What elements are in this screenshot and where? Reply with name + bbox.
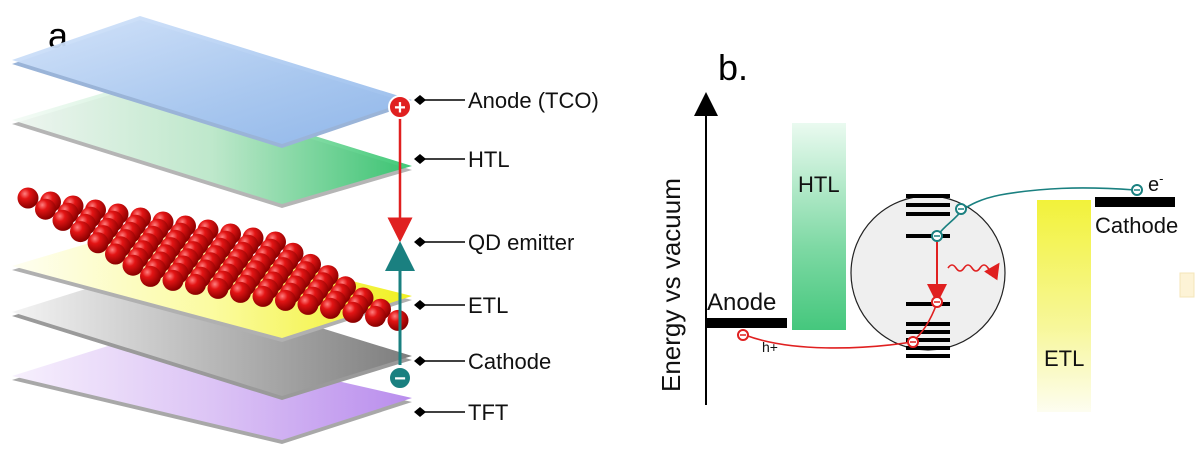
- layer-labels: Anode (TCO) HTL QD emitter ETL Cathode T…: [414, 88, 599, 425]
- label-qd-text: QD emitter: [468, 230, 574, 255]
- electron-in-qd-icon: [955, 203, 967, 215]
- qd-sphere: [275, 289, 296, 311]
- hole-path: [744, 302, 938, 349]
- hole-symbol: +: [394, 97, 406, 119]
- qd-sphere: [35, 198, 56, 220]
- qd-sphere: [52, 209, 74, 231]
- qd-sphere: [185, 273, 206, 295]
- label-cathode-text: Cathode: [468, 349, 551, 374]
- qd-sphere: [320, 297, 341, 319]
- qd-sphere: [297, 293, 319, 315]
- electron-charge-icon: −: [388, 366, 412, 390]
- label-anode: Anode (TCO): [414, 88, 599, 113]
- cathode-level-label: Cathode: [1095, 213, 1178, 238]
- htl-band-label: HTL: [798, 172, 840, 197]
- anode-layer: [12, 16, 412, 148]
- label-tft-text: TFT: [468, 400, 508, 425]
- label-etl: ETL: [414, 293, 508, 318]
- hole-raised-icon: [931, 296, 943, 308]
- electron-label-superscript: -: [1159, 171, 1163, 186]
- qd-sphere: [17, 187, 39, 209]
- label-anode-text: Anode (TCO): [468, 88, 599, 113]
- qd-sphere: [207, 277, 229, 299]
- qd-sphere: [230, 281, 251, 303]
- cathode-layer: [12, 272, 412, 400]
- electron-path: [937, 187, 1136, 236]
- faint-marker: [1179, 272, 1195, 298]
- emission-photon: [947, 262, 1000, 281]
- tft-layer: [12, 336, 412, 444]
- qd-sphere: [122, 254, 144, 276]
- label-cathode: Cathode: [414, 349, 551, 374]
- qd-sphere: [87, 232, 109, 254]
- qd-inset-circle: [850, 195, 1006, 351]
- etl-band-bar: [1037, 200, 1091, 412]
- electron-label-text: e: [1148, 174, 1159, 196]
- label-htl: HTL: [414, 147, 510, 172]
- label-htl-text: HTL: [468, 147, 510, 172]
- anode-level-label: Anode: [707, 289, 776, 316]
- qd-sphere: [252, 285, 274, 307]
- electron-lowered-icon: [931, 230, 943, 242]
- qd-sphere: [342, 301, 364, 323]
- electron-symbol: −: [394, 368, 406, 390]
- htl-layer: [12, 82, 412, 208]
- hole-carrier-icon: [737, 329, 749, 341]
- cathode-level: [1095, 197, 1175, 207]
- qd-sphere: [387, 309, 409, 331]
- qd-emitter-layer: [17, 187, 409, 331]
- energy-axis-label: Energy vs vacuum: [656, 178, 686, 392]
- hole-in-qd-icon: [907, 336, 919, 348]
- panel-b-label: b.: [718, 47, 748, 88]
- qd-sphere: [140, 265, 161, 287]
- label-etl-text: ETL: [468, 293, 508, 318]
- etl-band-label: ETL: [1044, 346, 1084, 371]
- qd-sphere: [70, 221, 91, 243]
- htl-band-bar: [792, 123, 846, 330]
- qd-sphere: [365, 305, 386, 327]
- label-tft: TFT: [414, 400, 508, 425]
- hole-charge-icon: +: [388, 95, 412, 119]
- electron-carrier-icon: [1131, 184, 1143, 196]
- electron-label: e-: [1148, 171, 1163, 196]
- qd-sphere: [105, 243, 126, 265]
- anode-level: [707, 318, 787, 328]
- qd-sphere: [162, 269, 184, 291]
- hole-label: h+: [762, 339, 778, 355]
- label-qd: QD emitter: [414, 230, 574, 255]
